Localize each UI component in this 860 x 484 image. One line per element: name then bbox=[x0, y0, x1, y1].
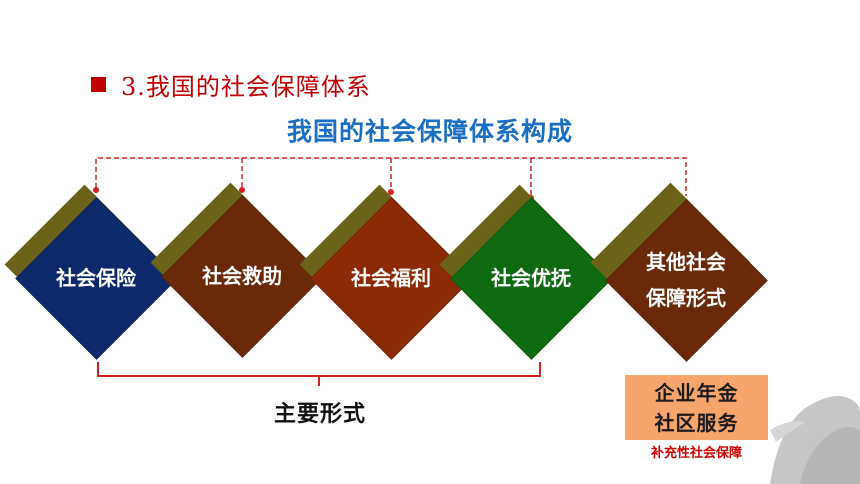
connector-dot-1 bbox=[93, 187, 99, 193]
section-heading: 3.我国的社会保障体系 bbox=[121, 73, 371, 101]
diamond-label: 社会保险 bbox=[56, 266, 136, 290]
main-forms-label: 主要形式 bbox=[273, 402, 366, 427]
ink-mountain-decoration bbox=[770, 396, 860, 484]
diamond-label: 社会救助 bbox=[202, 264, 282, 288]
diamond-social-assistance: 社会救助 bbox=[150, 182, 324, 358]
diamond-other-forms: 其他社会 保障形式 bbox=[590, 182, 768, 362]
diagram-subtitle: 我国的社会保障体系构成 bbox=[286, 117, 573, 146]
diamond-social-welfare: 社会福利 bbox=[299, 184, 473, 360]
diamond-label: 社会优抚 bbox=[491, 266, 571, 290]
supplementary-item: 社区服务 bbox=[654, 410, 739, 435]
diamond-label: 社会福利 bbox=[351, 266, 431, 290]
connector-dot-2 bbox=[239, 187, 245, 193]
diamond-label: 其他社会 保障形式 bbox=[646, 250, 726, 310]
supplementary-box: 企业年金 社区服务 bbox=[625, 375, 768, 440]
diamond-social-preferential: 社会优抚 bbox=[439, 184, 613, 360]
connector-dot-3 bbox=[388, 189, 394, 195]
heading-bullet bbox=[91, 77, 106, 92]
diamond-social-insurance: 社会保险 bbox=[4, 184, 178, 360]
main-forms-bracket bbox=[97, 362, 541, 377]
supplementary-item: 企业年金 bbox=[654, 380, 739, 405]
supplementary-label: 补充性社会保障 bbox=[650, 446, 742, 461]
